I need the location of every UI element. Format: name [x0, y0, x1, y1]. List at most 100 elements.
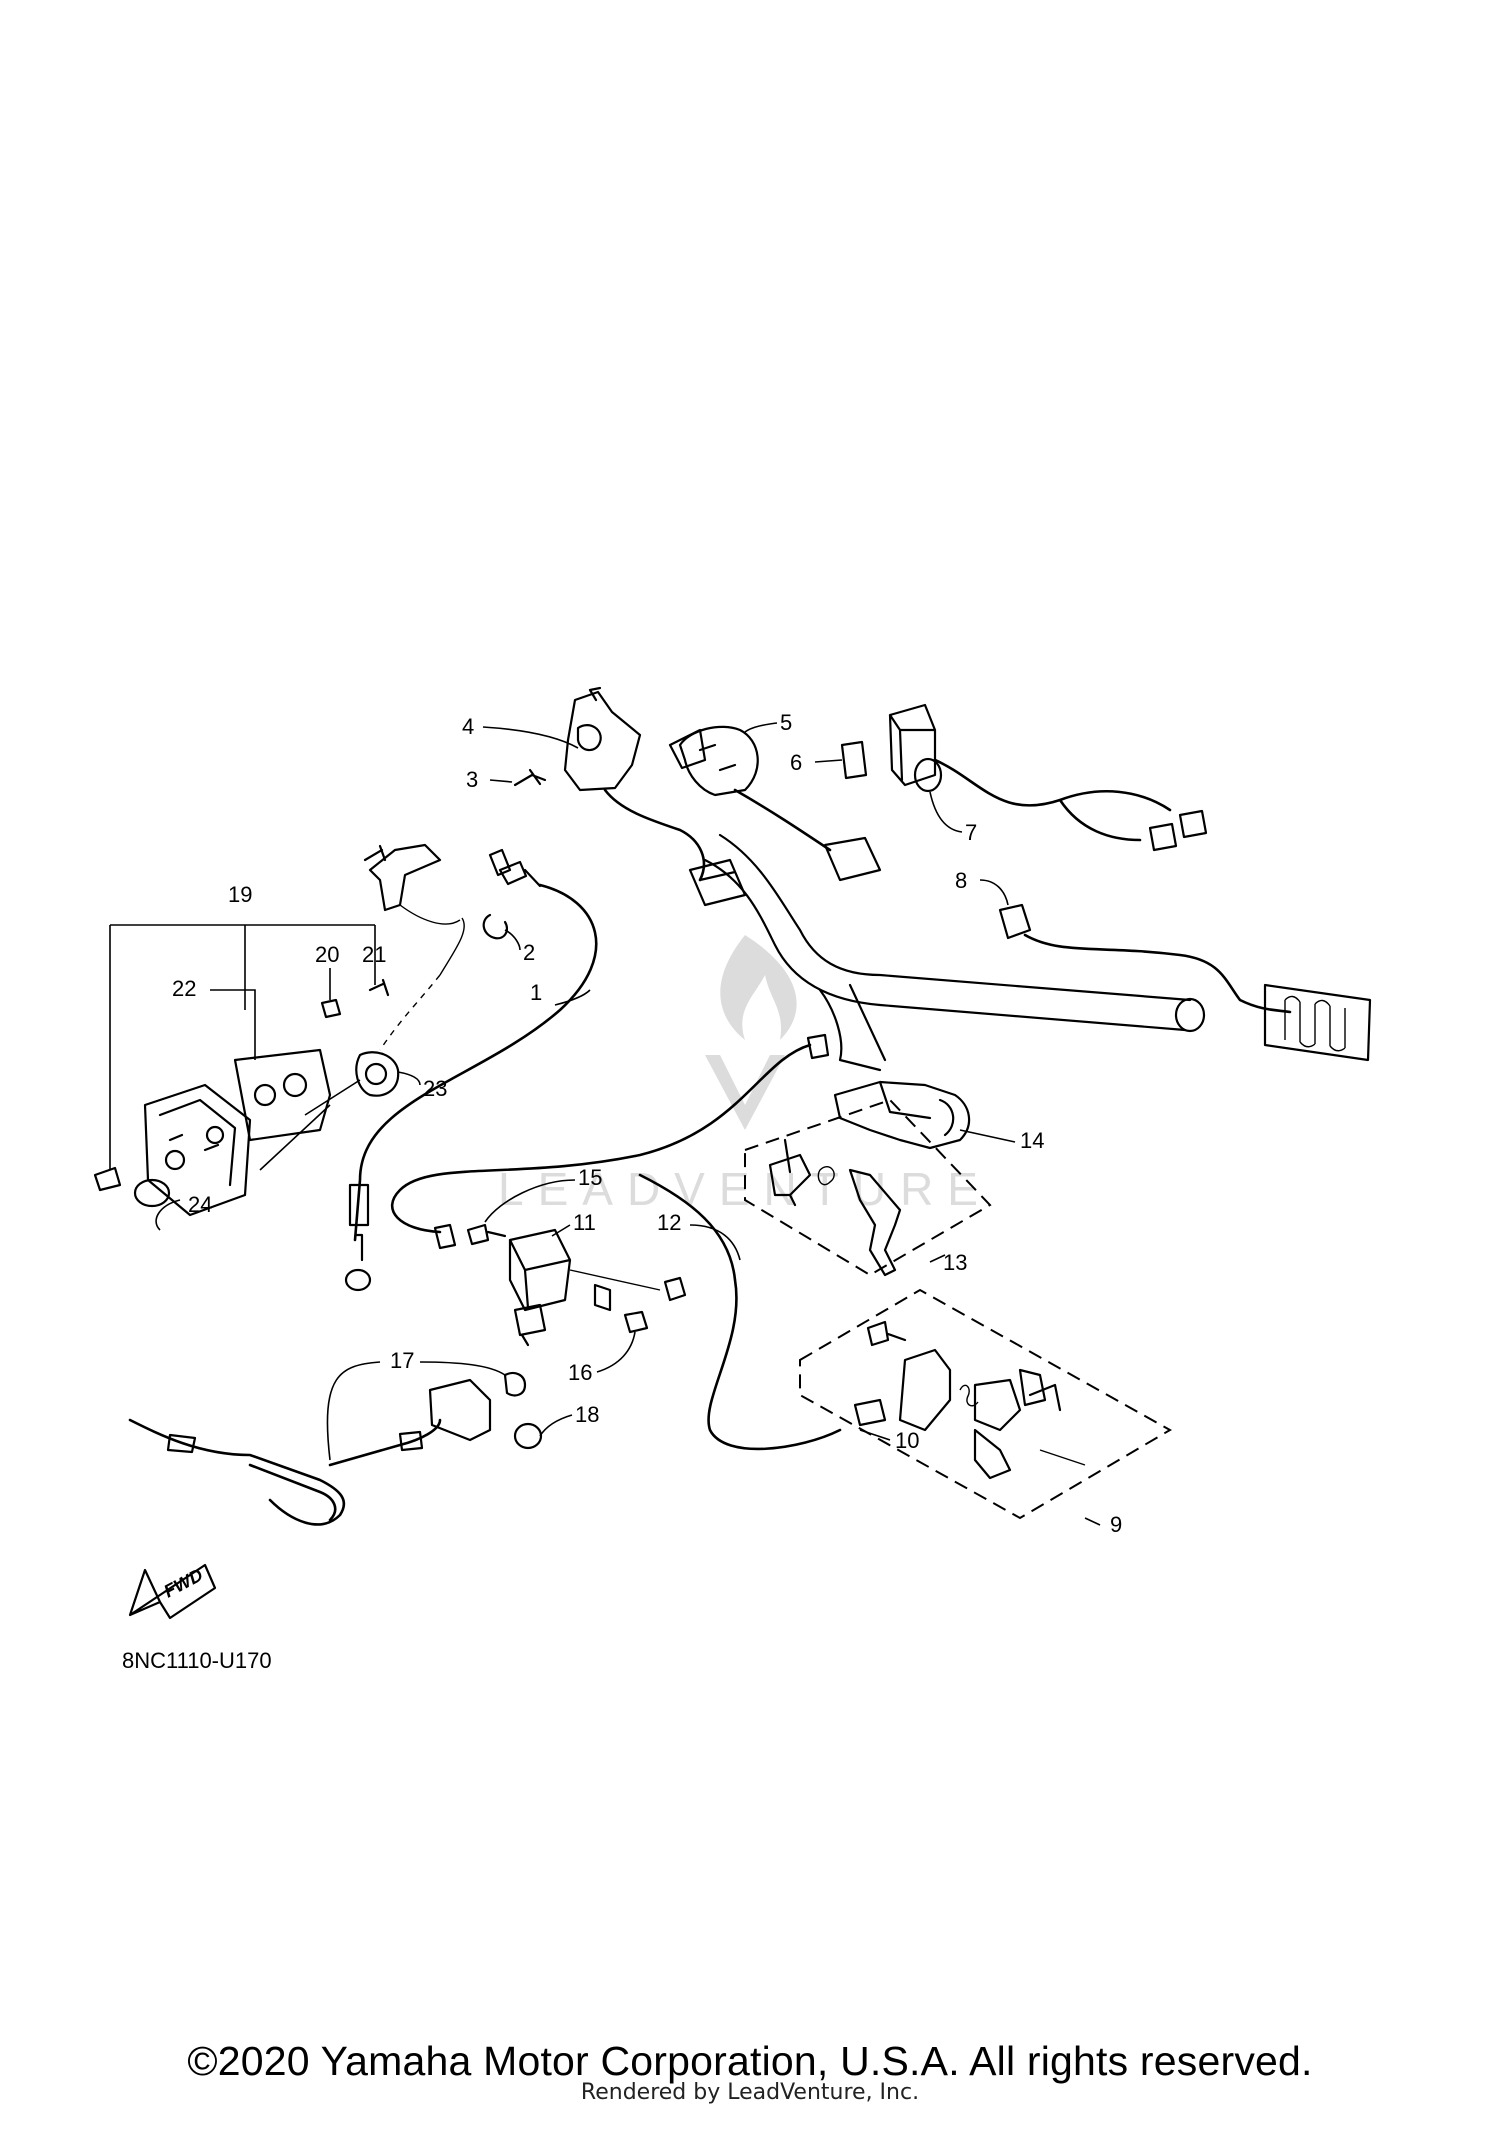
lever-13-bracket	[768, 1138, 812, 1207]
cable-1	[353, 883, 598, 1242]
heater-control-knob	[913, 757, 943, 793]
t-handle	[368, 843, 442, 912]
handlebar-left-drop	[818, 983, 887, 1072]
leader-16	[596, 1331, 636, 1373]
handlebar-end	[1174, 997, 1206, 1033]
cable-12-top-end	[806, 1033, 830, 1060]
leader-17	[326, 1361, 506, 1461]
switch-housing-harness	[603, 788, 706, 882]
fwd-arrow-outline	[128, 1563, 217, 1620]
switch-11-plate	[593, 1283, 612, 1312]
heater-control-connector-a	[1148, 822, 1178, 852]
callout-6: 6	[790, 750, 802, 775]
cable-12-fitting	[663, 1276, 687, 1302]
callout-8: 8	[955, 868, 967, 893]
lever-bracket	[898, 1348, 1047, 1432]
switch-housing-connector	[688, 858, 747, 907]
plate-hardware-line	[259, 1079, 361, 1171]
cable-17-third	[328, 1418, 442, 1467]
mounting-plate-hole-b	[205, 1125, 225, 1145]
cable-17-second	[248, 1463, 337, 1522]
grip-heater-connector	[998, 903, 1032, 940]
throttle-assembly	[768, 1080, 971, 1277]
callout-1: 1	[530, 980, 542, 1005]
grip-heater-wire	[1023, 933, 1292, 1014]
lever-13-spring	[817, 1165, 835, 1186]
t-handle-assembly	[363, 843, 465, 1051]
t-handle-chain	[399, 904, 465, 976]
lever-13	[848, 1168, 902, 1277]
grip-heater-assembly	[998, 903, 1372, 1062]
leader-7	[929, 791, 963, 833]
handlebar	[703, 833, 1206, 1072]
bolt-15	[466, 1223, 507, 1246]
leader-1	[554, 989, 591, 1006]
t-handle-dashed-link	[379, 974, 441, 1051]
cable-17-fitting-b	[398, 1430, 424, 1452]
lever-bracket-fitting	[853, 1398, 887, 1427]
bolt-9	[866, 1320, 907, 1347]
leader-9	[1084, 1517, 1101, 1526]
nut-20	[320, 998, 342, 1019]
throttle-housing	[833, 1080, 971, 1150]
grip-cover	[678, 725, 759, 797]
callout-21: 21	[362, 942, 386, 967]
callout-13: 13	[943, 1250, 967, 1275]
callout-18: 18	[575, 1402, 599, 1427]
leader-23	[397, 1071, 421, 1086]
cable-1-top-end	[498, 860, 542, 888]
gasket-22-hole-a	[253, 1083, 277, 1107]
leader-15	[484, 1179, 576, 1223]
grommet-17	[503, 1371, 527, 1397]
grip-heater-pad-trace	[1284, 995, 1346, 1052]
bolt-3	[513, 768, 547, 787]
fitting-24-stem	[93, 1166, 122, 1192]
leader-19	[109, 924, 376, 1170]
callout-5: 5	[780, 710, 792, 735]
leader-4	[482, 726, 579, 749]
grip-cover-bracket	[668, 728, 707, 770]
mounting-plate-assembly	[93, 978, 400, 1217]
nut-18	[513, 1422, 543, 1450]
leader-13	[929, 1254, 946, 1263]
switch-23-face	[364, 1062, 388, 1086]
leader-14	[959, 1129, 1016, 1143]
lever-bracket-foot	[973, 1383, 1062, 1480]
mounting-plate-hole-a	[164, 1149, 186, 1171]
gasket-22	[233, 1048, 332, 1142]
label-6	[840, 740, 868, 780]
callout-4: 4	[462, 714, 474, 739]
lever-bracket-assembly	[853, 1320, 1086, 1480]
heater-control-harness	[933, 758, 1172, 812]
fwd-arrow-icon: FWD	[128, 1563, 217, 1620]
switch-11-assembly	[433, 1223, 661, 1347]
gasket-22-hole-b	[282, 1072, 308, 1098]
callout-3: 3	[466, 767, 478, 792]
group-9-outline	[799, 1288, 1173, 1520]
boot-17	[428, 1378, 492, 1442]
callout-12: 12	[657, 1210, 681, 1235]
switch-11-plunger	[513, 1303, 547, 1347]
watermark-flame-logo	[720, 935, 797, 1040]
leader-24	[155, 1199, 181, 1231]
leader-8	[979, 879, 1009, 906]
callout-23: 23	[423, 1076, 447, 1101]
switch-11	[508, 1228, 572, 1312]
cable-12-lower	[638, 1173, 842, 1451]
grip-cover-assembly	[668, 725, 882, 882]
leader-22	[210, 989, 256, 1060]
grip-cover-harness	[733, 788, 832, 852]
leader-lines	[109, 722, 1101, 1526]
heater-control-box	[888, 703, 937, 787]
handlebar-tube	[703, 833, 1192, 1032]
heater-control-connector-b	[1178, 809, 1208, 839]
mounting-plate	[143, 1083, 252, 1217]
callout-7: 7	[965, 820, 977, 845]
callout-10: 10	[895, 1428, 919, 1453]
switch-11-leader	[569, 1269, 661, 1291]
grip-cover-connector	[823, 836, 882, 882]
leader-10	[859, 1429, 891, 1441]
copyright-notice: ©2020 Yamaha Motor Corporation, U.S.A. A…	[187, 2038, 1313, 2084]
heater-control-assembly	[888, 703, 1208, 852]
heater-control-harness-branch	[1058, 798, 1142, 842]
